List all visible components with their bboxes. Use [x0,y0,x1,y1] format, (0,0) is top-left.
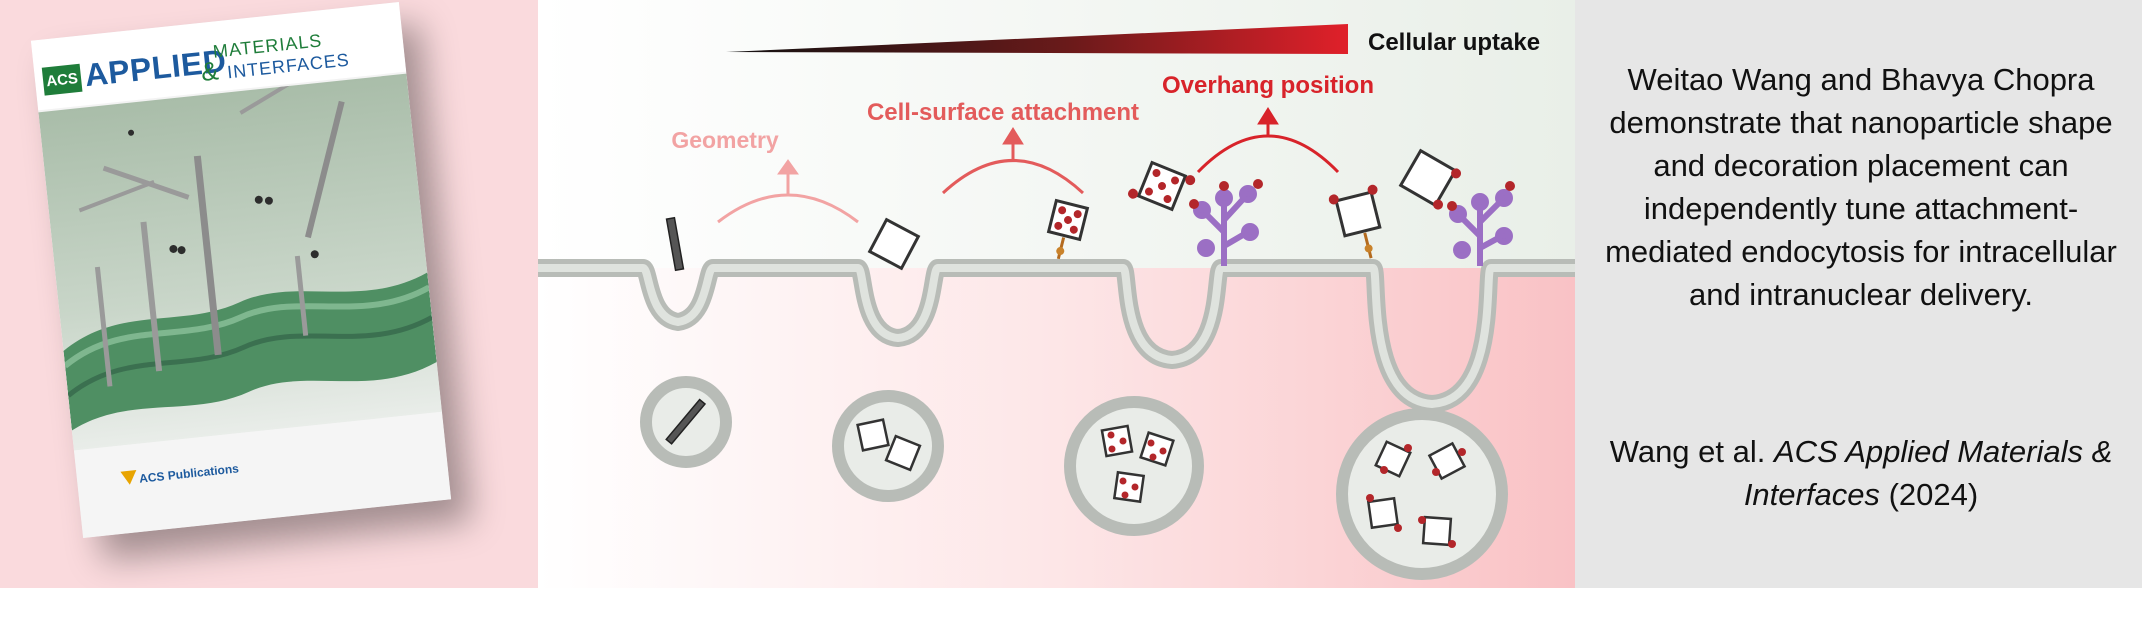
geometry-label: Geometry [671,127,779,153]
cell-surface-attachment-label: Cell-surface attachment [867,99,1139,126]
citation-journal: ACS Applied Materials & Interfaces [1743,434,2113,512]
receptor-glycan-1 [1189,179,1263,266]
rod-nanoparticle [665,216,685,272]
cellular-uptake-gradient [726,24,1348,54]
overhang-nanoparticle-2 [1328,184,1382,259]
overhang-position-label: Overhang position [1162,72,1374,99]
receptor-glycan-2 [1447,181,1515,266]
attachment-arrow-icon [941,127,1085,195]
bottom-strip [0,588,2142,641]
vesicle-squares [832,390,944,502]
vesicle-decorated [1064,396,1204,536]
vesicle-overhang [1336,408,1508,580]
cover-acs-badge: ACS [41,63,83,96]
mechanism-figure: Cellular uptake Geometry Cell-surface at… [538,0,1575,588]
citation-year: (2024) [1888,477,1979,512]
overhang-arrow-icon [1196,107,1340,174]
figure-panel: Cellular uptake Geometry Cell-surface at… [538,0,1575,588]
caption-panel: Weitao Wang and Bhavya Chopra demonstrat… [1575,0,2142,588]
overhang-nanoparticle-3 [1398,148,1462,210]
cell-membrane [538,259,1575,413]
cover-publisher: ACS Publications [138,461,240,486]
caption-citation: Wang et al. ACS Applied Materials & Inte… [1587,430,2135,516]
citation-authors: Wang et al. [1609,434,1766,469]
cover-panel: ACS APPLIED MATERIALS & INTERFACES [0,0,538,588]
geometry-arrow-icon [717,159,859,224]
cover-title-amp: & [199,55,220,88]
acs-publications-logo-icon [120,470,138,486]
cellular-uptake-label: Cellular uptake [1368,29,1540,56]
overhang-nanoparticle-1 [1128,160,1196,212]
decorated-nanoparticle [1046,198,1090,260]
cover-artwork [38,70,442,451]
journal-cover: ACS APPLIED MATERIALS & INTERFACES [30,2,452,538]
cover-artwork-illustration [63,70,437,431]
caption-summary: Weitao Wang and Bhavya Chopra demonstrat… [1605,62,2117,312]
vesicle-rod [640,376,732,468]
square-nanoparticle [867,217,921,271]
